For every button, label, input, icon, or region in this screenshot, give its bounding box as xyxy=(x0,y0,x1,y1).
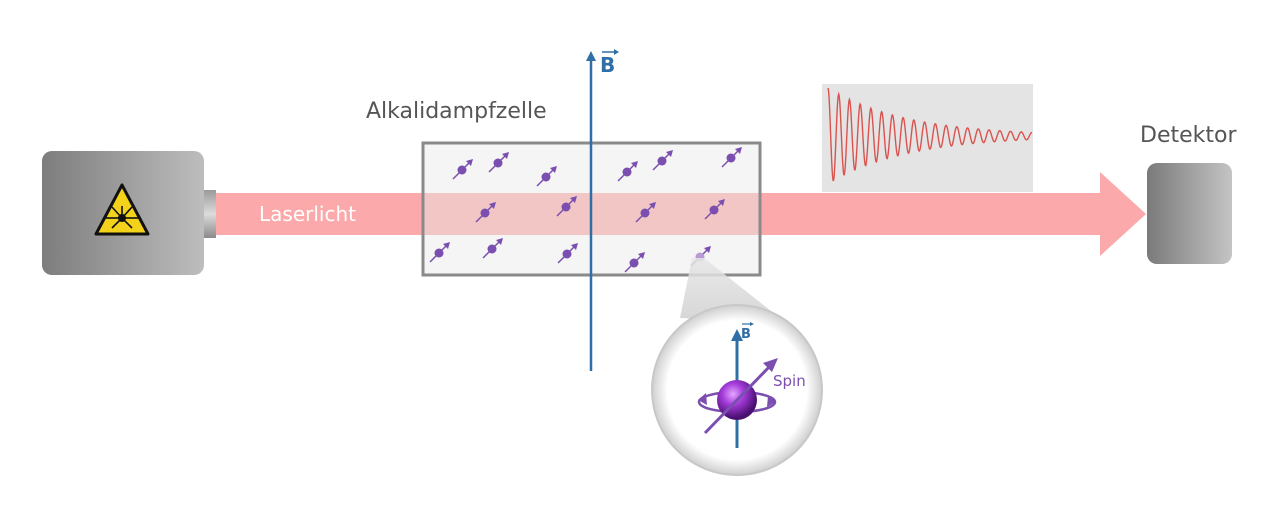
detector xyxy=(1147,163,1232,264)
laser-warning-icon xyxy=(94,183,150,236)
atom xyxy=(704,199,725,220)
spin-arrow xyxy=(703,358,778,435)
atom xyxy=(488,152,509,173)
orbit-arrowhead xyxy=(698,393,707,405)
laser-beam xyxy=(212,172,1146,256)
atom xyxy=(536,166,557,187)
svg-text:B: B xyxy=(741,327,751,342)
atom-group xyxy=(429,147,742,273)
field-label: B xyxy=(600,49,619,77)
atom xyxy=(482,238,503,259)
atom xyxy=(635,202,656,223)
atom xyxy=(721,147,742,168)
magnifier-cone xyxy=(680,258,785,322)
laser-label: Laserlicht xyxy=(259,202,356,226)
detector-label: Detektor xyxy=(1140,123,1237,148)
atom xyxy=(617,161,638,182)
atom xyxy=(452,159,473,180)
inset-field-label: B xyxy=(741,322,754,342)
orbit-arrowhead-right xyxy=(767,396,776,407)
atom xyxy=(556,196,577,217)
decay-signal-curve xyxy=(827,87,1033,182)
cell-label: Alkalidampfzelle xyxy=(366,99,547,124)
spin-label: Spin xyxy=(773,372,806,390)
atom xyxy=(624,252,645,273)
atom xyxy=(557,243,578,264)
atom xyxy=(652,150,673,171)
atom xyxy=(429,242,450,263)
atom xyxy=(475,202,496,223)
svg-text:B: B xyxy=(600,53,615,77)
